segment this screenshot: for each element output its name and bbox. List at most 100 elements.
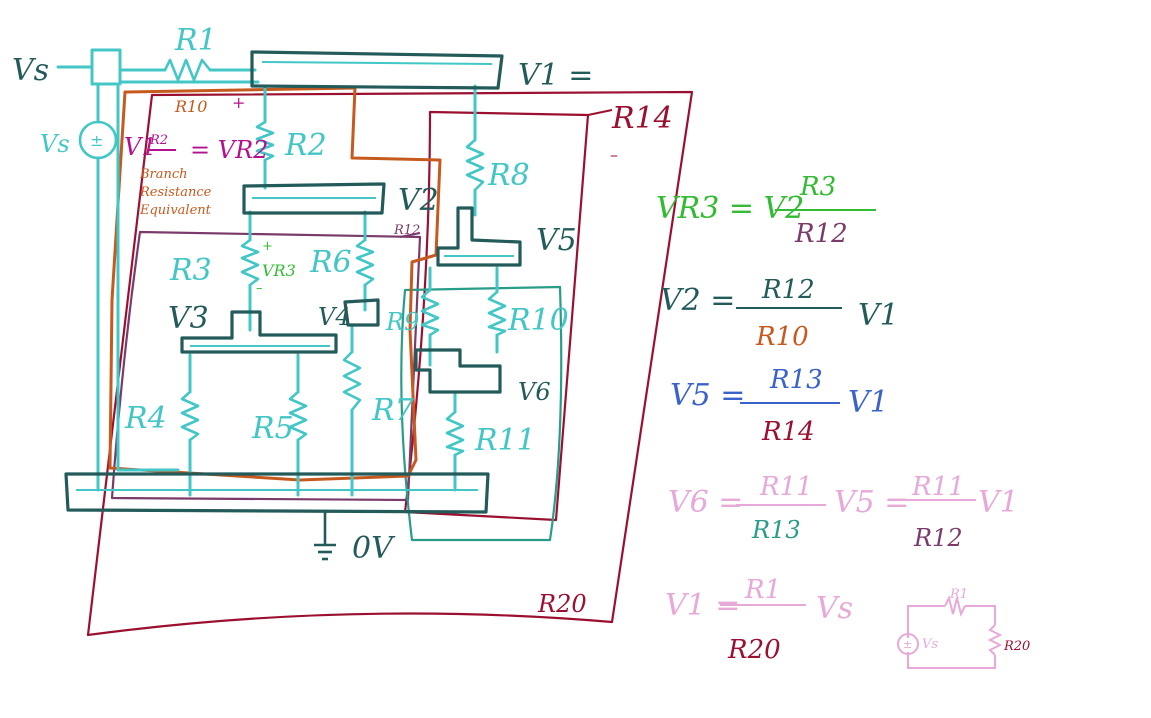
eq4-den: R13 [751,516,801,544]
mini-label-vs: Vs [922,637,938,652]
label-r3: R3 [169,253,212,288]
node-v6 [414,348,502,394]
node-v5 [436,206,522,267]
loop-r13-outline [400,285,563,542]
resistor-r3 [240,238,260,287]
mini-circuit-labels: R1 ± Vs R20 [903,587,1030,654]
source-symbol-text: ± [90,131,103,150]
eq2-lhs: V2 = [660,283,735,318]
node-v1 [250,50,504,90]
mini-resistor-r1 [944,595,966,617]
label-v2: V2 [398,183,439,218]
wire-vs-bracket [90,48,122,86]
mini-source-circle [897,633,919,655]
label-vr3: VR3 [262,261,296,280]
eq5-num: R1 [744,575,781,605]
eq1-lhs: VR3 = V2 [656,191,804,226]
label-ground: 0V [352,531,396,566]
note-branch: Branch [139,167,188,182]
resistor-r2 [255,120,275,162]
label-r11: R11 [474,423,536,458]
label-minus-r3: – [256,281,263,296]
note-equivalent: Equivalent [139,203,212,218]
eq4-mid: V5 = [834,485,909,520]
mini-label-r1: R1 [949,587,968,602]
label-r10-top: R10 [174,97,207,116]
eq4-num2: R11 [911,472,965,502]
eq1-den: R12 [794,219,848,249]
node-v4 [343,298,380,327]
r12-leader [399,232,421,238]
label-v1-top: V1 = [518,58,593,93]
mini-label-source: ± [903,638,912,651]
resistor-r1 [163,58,212,82]
mini-circuit [897,595,1003,669]
eq1-num: R3 [799,172,836,202]
eq5-den: R20 [727,635,781,665]
note-equals-vr2: = VR2 [190,136,268,164]
label-source-vs: Vs [40,130,70,158]
node-gnd-bus [64,472,490,514]
node-v3 [180,310,338,354]
label-r14: R14 [611,101,673,136]
label-r14-tick: – [610,145,618,164]
label-r6: R6 [309,245,352,280]
loop-r10-outline [108,86,442,482]
label-v3: V3 [168,301,209,336]
note-resistance: Resistance [139,185,212,200]
node-v1-inner [261,61,493,65]
mini-wire-bottom [907,652,996,669]
eq5-rhs: Vs [816,591,853,626]
label-r8: R8 [487,158,530,193]
label-r4: R4 [124,401,167,436]
mini-wire-top-left [907,605,945,638]
equations: VR3 = V2 R3 R12 V2 = R12 R10 V1 V5 = R13… [656,172,1019,665]
label-vs-top: Vs [12,53,49,88]
resistor-r10 [487,290,507,337]
loop-r14-outline [403,110,590,522]
label-v4: V4 [318,303,351,331]
mini-resistor-r20 [987,624,1003,656]
voltage-source [78,120,118,160]
label-r7: R7 [371,393,415,428]
label-r12-small: R12 [393,223,420,238]
mini-wire-top-right [965,605,996,625]
resistor-r6 [355,238,375,287]
note-v1: V1 [124,133,157,161]
node-v2 [242,182,386,215]
circuit-wires [56,48,499,497]
note-marks [148,109,613,238]
resistor-r4 [180,390,200,442]
label-r10: R10 [507,303,569,338]
label-r2: R2 [284,128,327,163]
mini-label-r20: R20 [1003,639,1030,654]
label-v6: V6 [518,378,551,406]
resistor-r9 [420,288,440,337]
resistor-r11 [445,410,465,457]
eq2-num: R12 [761,275,815,305]
eq3-den: R14 [761,417,815,447]
label-plus-r3: + [262,239,273,254]
eq2-den: R10 [755,322,809,352]
label-r5: R5 [251,411,294,446]
label-r1: R1 [174,23,217,58]
loop-r12-outline [110,230,422,502]
eq4-num: R11 [759,472,813,502]
note-r2: R2 [149,133,168,148]
eq3-rhs: V1 [848,385,889,420]
wire-inner-left [116,84,180,472]
label-v5: V5 [536,223,577,258]
resistor-r5 [288,390,308,442]
ground-symbol [314,512,336,561]
eq3-num: R13 [769,365,823,395]
eq4-lhs: V6 = [668,485,743,520]
eq4-rhs: V1 [978,485,1019,520]
label-plus-top: + [232,93,245,112]
label-r20: R20 [537,590,587,618]
r14-leader [587,109,613,116]
eq4-den2: R12 [913,524,963,552]
loop-r20-outline [86,90,694,637]
resistors [163,58,507,457]
loop-outlines [86,86,694,637]
